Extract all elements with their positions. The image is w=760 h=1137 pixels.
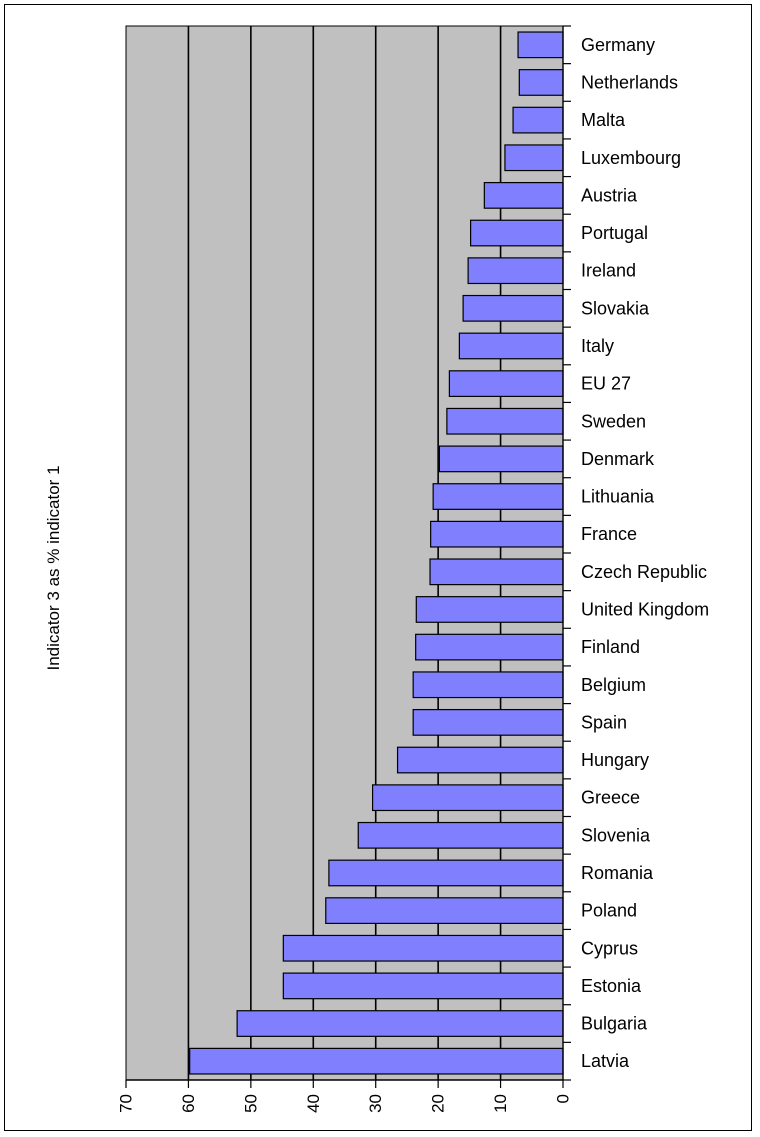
bar <box>415 633 564 661</box>
category-label: Italy <box>581 336 614 356</box>
x-tick-label: 70 <box>117 1094 136 1113</box>
category-label: Lithuania <box>581 487 655 507</box>
category-label: Luxembourg <box>581 148 681 168</box>
category-label: Ireland <box>581 261 636 281</box>
category-label: Latvia <box>581 1051 630 1071</box>
x-tick-label: 0 <box>554 1094 573 1103</box>
category-label: Spain <box>581 712 627 732</box>
bar <box>325 897 564 925</box>
category-label: Belgium <box>581 675 646 695</box>
category-label: Hungary <box>581 750 649 770</box>
bar <box>282 972 564 1000</box>
category-label: Malta <box>581 110 626 130</box>
category-label: Sweden <box>581 411 646 431</box>
bar <box>430 520 564 548</box>
chart-frame <box>4 4 752 1131</box>
bar <box>396 746 564 774</box>
x-tick-label: 10 <box>491 1094 510 1113</box>
category-label: Austria <box>581 185 638 205</box>
category-label: Germany <box>581 35 655 55</box>
category-label: Slovenia <box>581 825 651 845</box>
x-tick-label: 50 <box>241 1094 260 1113</box>
bar <box>467 257 564 285</box>
category-label: Finland <box>581 637 640 657</box>
bar <box>328 859 564 887</box>
category-label: Poland <box>581 901 637 921</box>
bar <box>458 332 564 360</box>
category-label: Czech Republic <box>581 562 707 582</box>
bar <box>432 483 564 510</box>
bar <box>512 106 564 134</box>
category-label: Netherlands <box>581 72 678 92</box>
category-label: Denmark <box>581 449 655 469</box>
bar <box>236 1010 564 1037</box>
bar <box>357 821 564 849</box>
bar <box>483 181 564 209</box>
bar <box>518 69 564 96</box>
bar <box>438 445 564 473</box>
bar <box>462 294 564 322</box>
category-label: Greece <box>581 788 640 808</box>
category-label: France <box>581 524 637 544</box>
bar <box>504 144 564 172</box>
bar <box>470 219 564 247</box>
x-tick-label: 40 <box>304 1094 323 1113</box>
bar <box>446 407 564 435</box>
category-label: Cyprus <box>581 938 638 958</box>
category-label: Bulgaria <box>581 1014 648 1034</box>
x-tick-label: 60 <box>179 1094 198 1113</box>
bar <box>282 934 564 962</box>
bar <box>517 31 564 59</box>
bar <box>412 708 564 736</box>
bar <box>415 596 564 623</box>
category-label: Romania <box>581 863 654 883</box>
category-label: Portugal <box>581 223 648 243</box>
x-tick-label: 20 <box>429 1094 448 1113</box>
bar <box>189 1047 564 1075</box>
bar <box>448 370 564 398</box>
bar <box>412 671 564 699</box>
x-tick-label: 30 <box>366 1094 385 1113</box>
bar <box>429 558 564 586</box>
category-label: EU 27 <box>581 374 631 394</box>
bar <box>371 784 564 812</box>
category-label: Slovakia <box>581 298 650 318</box>
category-label: United Kingdom <box>581 599 709 619</box>
category-label: Estonia <box>581 976 642 996</box>
